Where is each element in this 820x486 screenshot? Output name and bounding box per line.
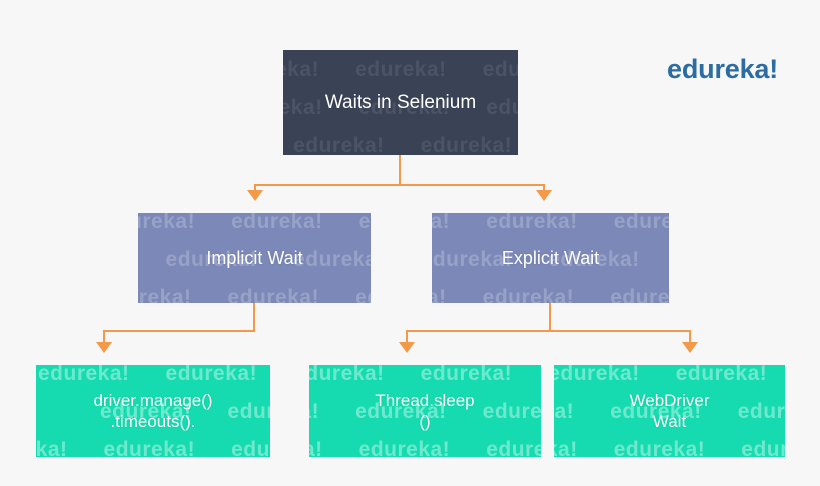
node-label-line1: driver.manage() [93, 390, 213, 410]
watermark-text: edureka!edureka!edureka!edureka!edureka!… [309, 365, 513, 385]
connector-implicit-stem [253, 303, 255, 331]
node-label-line2: Wait [652, 412, 687, 431]
watermark-text: edureka!edureka!edureka!edureka!edureka!… [554, 365, 768, 385]
watermark-text: edureka!edureka!edureka!edureka!edureka!… [309, 438, 541, 457]
node-label-line2: .timeouts(). [110, 412, 196, 431]
node-waits-in-selenium[interactable]: edureka!edureka!edureka!edureka!edureka!… [283, 50, 518, 155]
arrowhead-explicit [536, 190, 552, 201]
node-label-line2: () [419, 412, 431, 431]
connector-implicit-to-leaf1 [103, 330, 105, 343]
watermark-text: edureka!edureka!edureka!edureka!edureka!… [138, 286, 371, 303]
watermark-text: edureka!edureka!edureka!edureka!edureka!… [432, 213, 669, 233]
node-label: Thread.sleep () [375, 390, 474, 433]
watermark-text: edureka!edureka!edureka!edureka!edureka!… [138, 213, 371, 233]
connector-explicit-bus [406, 330, 691, 332]
connector-explicit-to-leaf2 [406, 330, 408, 343]
node-thread-sleep[interactable]: edureka!edureka!edureka!edureka!edureka!… [309, 365, 541, 457]
watermark-text: edureka!edureka!edureka!edureka!edureka!… [36, 438, 270, 457]
node-label: WebDriver Wait [630, 390, 710, 433]
watermark-text: edureka!edureka!edureka!edureka!edureka!… [283, 58, 518, 81]
node-label: Waits in Selenium [324, 91, 477, 113]
arrowhead-leaf2 [399, 342, 415, 353]
node-webdriver-wait[interactable]: edureka!edureka!edureka!edureka!edureka!… [554, 365, 785, 457]
node-label: Implicit Wait [206, 247, 303, 268]
node-label: driver.manage() .timeouts(). [93, 390, 212, 433]
watermark-text: edureka!edureka!edureka!edureka!edureka!… [293, 134, 513, 155]
node-driver-manage-timeouts[interactable]: edureka!edureka!edureka!edureka!edureka!… [36, 365, 270, 457]
arrowhead-implicit [247, 190, 263, 201]
node-label-line1: Thread.sleep [375, 390, 475, 410]
connector-explicit-stem [549, 303, 551, 331]
connector-root-bus [254, 184, 545, 186]
node-explicit-wait[interactable]: edureka!edureka!edureka!edureka!edureka!… [432, 213, 669, 303]
connector-implicit-bus [103, 330, 255, 332]
arrowhead-leaf3 [682, 342, 698, 353]
node-label-line1: WebDriver [629, 390, 710, 410]
arrowhead-leaf1 [96, 342, 112, 353]
connector-root-to-explicit [543, 184, 545, 193]
node-implicit-wait[interactable]: edureka!edureka!edureka!edureka!edureka!… [138, 213, 371, 303]
connector-root-stem [399, 155, 401, 185]
watermark-text: edureka!edureka!edureka!edureka!edureka!… [432, 286, 669, 303]
watermark-text: edureka!edureka!edureka!edureka!edureka!… [38, 365, 258, 385]
edureka-logo: edureka! [667, 54, 778, 84]
node-label: Explicit Wait [501, 247, 600, 268]
watermark-text: edureka!edureka!edureka!edureka!edureka!… [554, 438, 785, 457]
connector-root-to-implicit [254, 184, 256, 193]
connector-explicit-to-leaf3 [689, 330, 691, 343]
